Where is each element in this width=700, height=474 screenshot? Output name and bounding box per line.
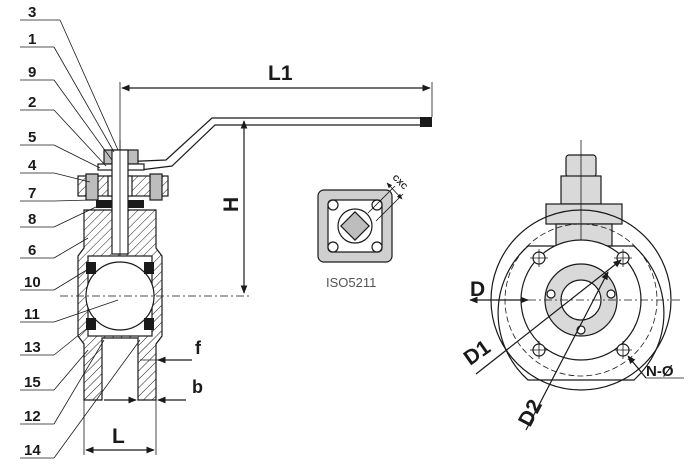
callout-15: 15 [24, 374, 41, 391]
dim-cxc: CXC [391, 173, 409, 191]
seat-bottom-right [144, 318, 154, 330]
seat-bottom-left [86, 318, 96, 330]
callout-13: 13 [24, 339, 41, 356]
flange-disc [497, 245, 665, 381]
handle-grip [420, 117, 432, 127]
seat-top-left [86, 262, 96, 274]
callout-9: 9 [28, 64, 36, 81]
callout-8: 8 [28, 211, 36, 228]
dim-D2: D2 [514, 396, 547, 431]
callout-14: 14 [24, 442, 41, 459]
dim-H: H [220, 197, 243, 212]
callout-4: 4 [28, 157, 37, 174]
callout-1: 1 [28, 31, 36, 48]
bolt-right [149, 173, 163, 201]
callout-12: 12 [24, 408, 41, 425]
dim-b: b [192, 377, 203, 397]
dim-f: f [195, 338, 202, 358]
seat-top-right [144, 262, 154, 274]
callout-5: 5 [28, 129, 36, 146]
callout-10: 10 [24, 274, 41, 291]
iso-mounting-pad: CXC ISO5211 [317, 173, 409, 290]
callout-6: 6 [28, 242, 36, 259]
callout-2: 2 [28, 94, 36, 111]
iso-label: ISO5211 [326, 275, 376, 290]
bolt-left [85, 173, 99, 201]
section-view: 3 1 9 2 5 4 7 8 6 10 11 13 15 12 14 L1 H… [20, 4, 433, 459]
front-view: D D1 D2 N-Ø [460, 140, 684, 430]
dim-D1: D1 [460, 336, 495, 370]
dim-N: N-Ø [646, 363, 674, 380]
callout-11: 11 [24, 306, 40, 323]
callout-labels: 3 1 9 2 5 4 7 8 6 10 11 13 15 12 14 [24, 4, 41, 459]
callout-3: 3 [28, 4, 36, 21]
callout-7: 7 [28, 185, 36, 202]
dim-D: D [470, 278, 485, 301]
dim-L: L [112, 425, 125, 448]
dim-L1: L1 [268, 62, 293, 85]
handle-lever [117, 117, 429, 171]
callout-leaders [20, 19, 141, 459]
